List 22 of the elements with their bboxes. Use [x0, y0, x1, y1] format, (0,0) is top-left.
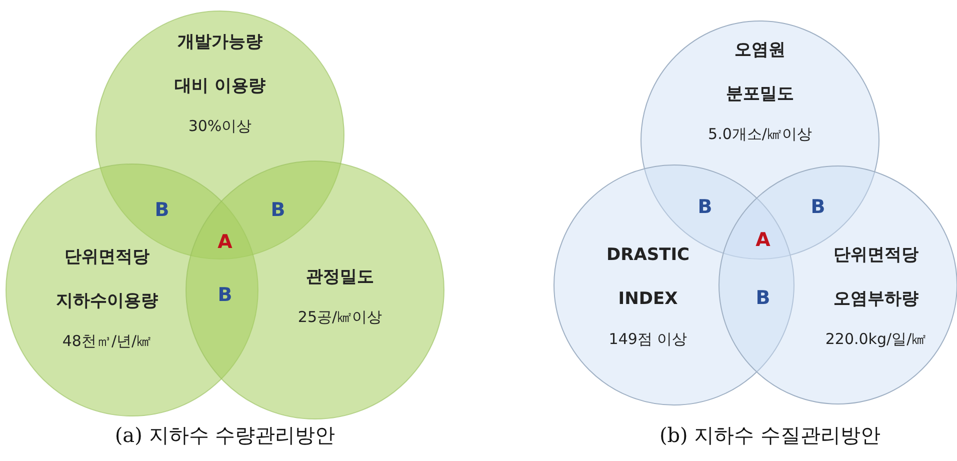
circle-value: 220.0kg/일/㎢ [824, 329, 928, 350]
caption: (b) 지하수 수질관리방안 [659, 422, 881, 449]
region-letter: B [756, 287, 770, 309]
region-letter: A [756, 229, 770, 251]
region-letter: B [154, 199, 170, 221]
circle-title: 관정밀도 [305, 266, 375, 289]
region-letter: B [810, 196, 826, 218]
circle-value: 5.0개소/㎢이상 [707, 124, 813, 145]
circle-title: 오염원 분포밀도 [725, 39, 795, 106]
circle-title: DRASTIC INDEX [606, 244, 690, 311]
region-letter: B [270, 199, 286, 221]
circle-title: 단위면적당 지하수이용량 [55, 246, 159, 313]
circle-title: 단위면적당 오염부하량 [832, 244, 920, 311]
region-letter: B [698, 196, 712, 218]
circle-title: 개발가능량 대비 이용량 [174, 31, 266, 98]
circle-value: 25공/㎢이상 [296, 307, 384, 328]
caption: (a) 지하수 수량관리방안 [114, 422, 336, 449]
region-letter: B [218, 284, 232, 306]
circle-value: 48천㎥/년/㎢ [61, 331, 153, 352]
circle-value: 149점 이상 [608, 329, 688, 350]
circle-value: 30%이상 [187, 116, 253, 137]
region-letter: A [218, 231, 232, 253]
